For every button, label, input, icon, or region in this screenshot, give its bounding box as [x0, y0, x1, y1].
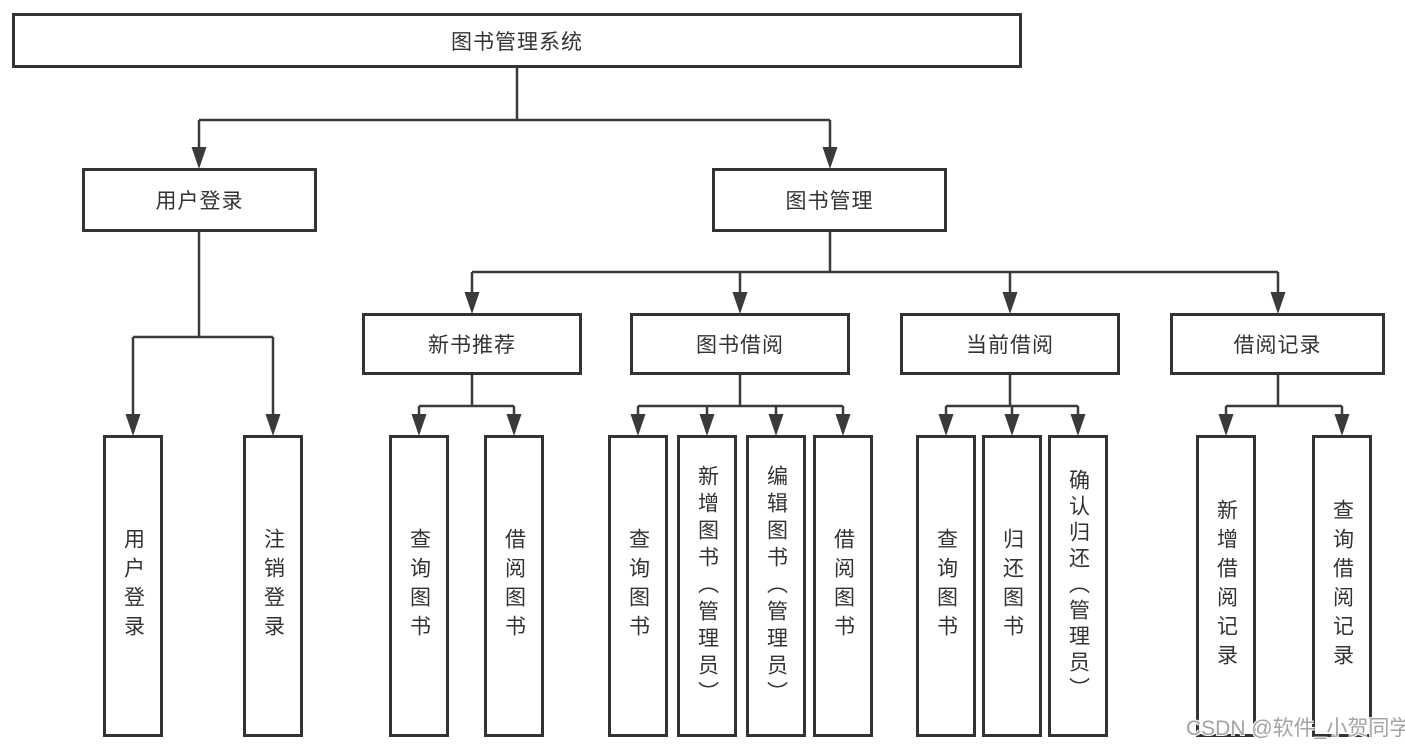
node-borrow-record: 借阅记录 [1170, 313, 1385, 375]
leaf-current-confirm-return-admin: 确认归还（管理员） [1048, 435, 1108, 737]
node-new-book-recommend: 新书推荐 [362, 313, 582, 375]
leaf-current-query-books: 查询图书 [916, 435, 976, 737]
node-root-library-management-system: 图书管理系统 [12, 13, 1022, 68]
leaf-borrow-borrow-books: 借阅图书 [813, 435, 873, 737]
leaf-recommend-borrow-books: 借阅图书 [484, 435, 544, 737]
leaf-borrow-query-books: 查询图书 [608, 435, 668, 737]
csdn-watermark: CSDN @软件_小贺同学 [1186, 717, 1405, 740]
leaf-record-query-borrow-record: 查询借阅记录 [1312, 435, 1372, 737]
leaf-user-login: 用户登录 [103, 435, 163, 737]
leaf-logout: 注销登录 [243, 435, 303, 737]
node-current-borrow: 当前借阅 [900, 313, 1120, 375]
node-user-login: 用户登录 [82, 168, 317, 232]
node-book-management: 图书管理 [712, 168, 947, 232]
leaf-current-return-books: 归还图书 [982, 435, 1042, 737]
leaf-borrow-edit-books-admin: 编辑图书（管理员） [746, 435, 806, 737]
leaf-borrow-add-books-admin: 新增图书（管理员） [677, 435, 737, 737]
leaf-recommend-query-books: 查询图书 [389, 435, 449, 737]
leaf-record-add-borrow-record: 新增借阅记录 [1196, 435, 1256, 737]
node-book-borrow: 图书借阅 [630, 313, 850, 375]
arrowheads [125, 147, 1350, 436]
